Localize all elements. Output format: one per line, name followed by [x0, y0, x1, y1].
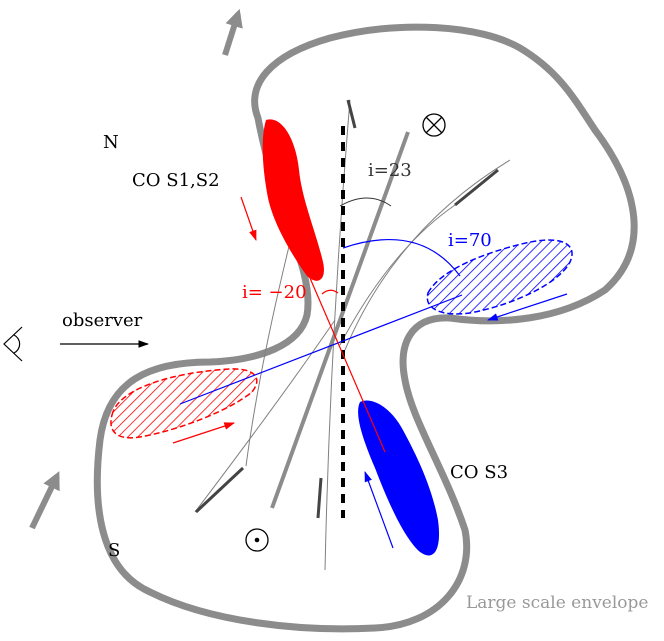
blue-arrow-lower [364, 470, 394, 549]
co-s3-label: CO S3 [450, 462, 508, 483]
red-arrow-upper [240, 196, 257, 242]
grey-inclination-line [270, 131, 410, 509]
co-s1-s2-label: CO S1,S2 [132, 170, 220, 191]
red-arrow-lower [172, 422, 236, 444]
circle-cross-icon [422, 113, 446, 137]
blue-inclination-arc [342, 238, 461, 277]
dark-segment-top-center [346, 99, 357, 129]
large-scale-envelope-outline [93, 23, 638, 633]
grey-inclination-arc [339, 197, 392, 207]
north-label: N [103, 132, 119, 153]
circle-dot-icon [245, 528, 269, 552]
envelope-rotation-arrow-top [222, 8, 243, 56]
thin-curve-center [324, 99, 351, 571]
dark-segment-bottom-left [194, 466, 245, 514]
red-inclination-arc [321, 289, 339, 295]
dark-segment-bottom-center [316, 477, 323, 519]
co-s3-blue-blob [358, 400, 440, 556]
incl-red-label: i= −20 [242, 282, 307, 303]
red-hatched-lobe [110, 368, 258, 439]
red-connecting-line [309, 277, 386, 453]
co-s1-s2-red-blob [262, 119, 324, 281]
blue-hatched-lobe [426, 239, 573, 315]
incl-blue-label: i=70 [448, 230, 492, 251]
incl-grey-label: i=23 [368, 160, 412, 181]
envelope-rotation-arrow-bottom [29, 471, 60, 530]
thin-curve-left-2 [194, 319, 336, 513]
thin-curve-right-2 [339, 204, 456, 346]
south-label: S [108, 540, 120, 561]
blue-arrow-right [486, 293, 568, 321]
observer-label: observer [62, 310, 143, 331]
eye-icon [3, 326, 23, 362]
envelope-label: Large scale envelope [466, 593, 648, 613]
dark-segment-top-right [454, 168, 499, 207]
blue-connecting-line [179, 294, 463, 405]
